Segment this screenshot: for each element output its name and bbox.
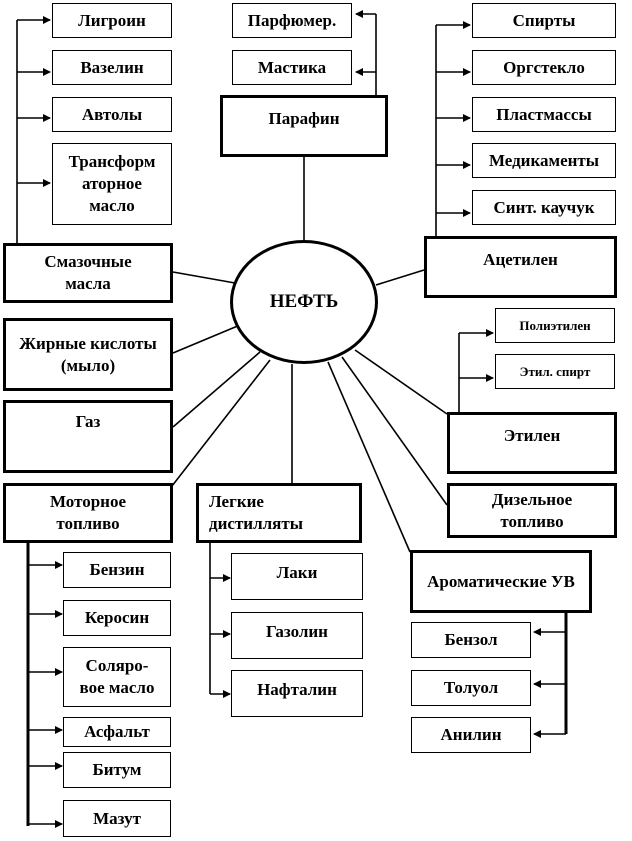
node-fatty-acids: Жирные кислоты (мыло): [3, 318, 173, 391]
node-toluene: Толуол: [411, 670, 531, 706]
node-transformer-oil: Трансформ аторное масло: [52, 143, 172, 225]
spoke-ethylene: [354, 349, 448, 415]
node-perfumery: Парфюмер.: [232, 3, 352, 38]
node-motor-fuel: Моторное топливо: [3, 483, 173, 543]
node-varnishes: Лаки: [231, 553, 363, 600]
spoke-fatty-acids: [172, 324, 241, 354]
node-solar-oil: Соляро-вое масло: [63, 647, 171, 707]
node-alcohols: Спирты: [472, 3, 616, 38]
node-plastics: Пластмассы: [472, 97, 616, 132]
spoke-gas: [172, 351, 261, 428]
node-vaseline: Вазелин: [52, 50, 172, 85]
node-naphthalene: Нафталин: [231, 670, 363, 717]
node-ethylene: Этилен: [447, 412, 617, 474]
node-benzene: Бензол: [411, 622, 531, 658]
node-acetylene: Ацетилен: [424, 236, 617, 298]
node-lubricating-oils: Смазочные масла: [3, 243, 173, 303]
node-autols: Автолы: [52, 97, 172, 132]
node-ligroin: Лигроин: [52, 3, 172, 38]
node-gas: Газ: [3, 400, 173, 473]
node-synthetic-rubber: Синт. каучук: [472, 190, 616, 225]
spoke-acetylene: [375, 269, 425, 286]
node-bitumen: Битум: [63, 752, 171, 788]
node-gasoline: Бензин: [63, 552, 171, 588]
oil-center-node: НЕФТЬ: [230, 240, 378, 364]
spoke-diesel: [341, 356, 448, 506]
node-plexiglass: Оргстекло: [472, 50, 616, 85]
node-mastic: Мастика: [232, 50, 352, 85]
node-light-distillates: Легкие дистилляты: [196, 483, 362, 543]
node-kerosene: Керосин: [63, 600, 171, 636]
node-fuel-oil: Мазут: [63, 800, 171, 837]
node-medicines: Медикаменты: [472, 143, 616, 178]
node-asphalt: Асфальт: [63, 717, 171, 747]
node-aniline: Анилин: [411, 717, 531, 753]
spoke-lubricants: [172, 271, 236, 284]
node-gasolin: Газолин: [231, 612, 363, 659]
node-polyethylene: Полиэтилен: [495, 308, 615, 343]
node-paraffin: Парафин: [220, 95, 388, 157]
spoke-motor-fuel: [171, 359, 271, 487]
spoke-aromatic: [327, 361, 411, 553]
node-ethyl-alcohol: Этил. спирт: [495, 354, 615, 389]
node-aromatic-hydrocarbons: Ароматические УВ: [410, 550, 592, 613]
node-diesel-fuel: Дизельное топливо: [447, 483, 617, 538]
